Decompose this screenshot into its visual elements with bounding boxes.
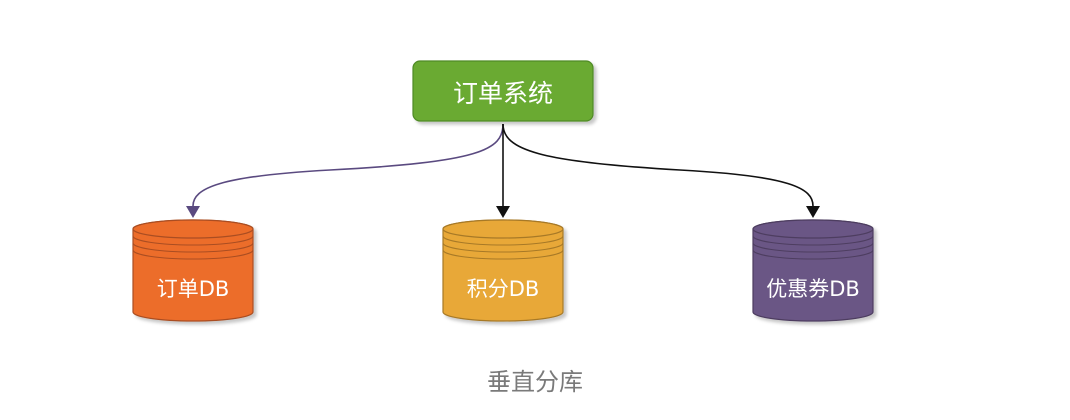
order-system-box (412, 60, 594, 122)
edge-to-coupon-db (502, 123, 814, 207)
connector-edges (186, 123, 820, 218)
cylinder-ring-1 (132, 235, 254, 246)
points-db-label: 积分DB (467, 277, 540, 301)
arrowhead-coupon-db (806, 206, 820, 218)
order-db-cylinder (132, 219, 254, 322)
cylinder-top (442, 219, 564, 239)
cylinder-top (752, 219, 874, 239)
cylinder-ring-1 (442, 235, 564, 246)
cylinder-ring-2 (442, 242, 564, 253)
arrowhead-points-db (496, 206, 510, 218)
cylinder-ring-3 (442, 249, 564, 260)
cylinder-ring-2 (752, 242, 874, 253)
order-system-node (412, 60, 594, 122)
edge-to-order-db (192, 123, 504, 207)
cylinder-top (132, 219, 254, 239)
coupon-db-cylinder (752, 219, 874, 322)
arrowhead-order-db (186, 206, 200, 218)
order-system-label: 订单系统 (453, 79, 553, 108)
cylinder-ring-2 (132, 242, 254, 253)
diagram-caption: 垂直分库 (487, 368, 583, 396)
order-db-label: 订单DB (157, 277, 230, 301)
vertical-sharding-diagram: 订单系统 订单DB 积分DB 优惠券DB (132, 60, 874, 322)
cylinder-ring-3 (132, 249, 254, 260)
coupon-db-label: 优惠券DB (766, 277, 860, 301)
points-db-cylinder (442, 219, 564, 322)
cylinder-ring-3 (752, 249, 874, 260)
cylinder-ring-1 (752, 235, 874, 246)
